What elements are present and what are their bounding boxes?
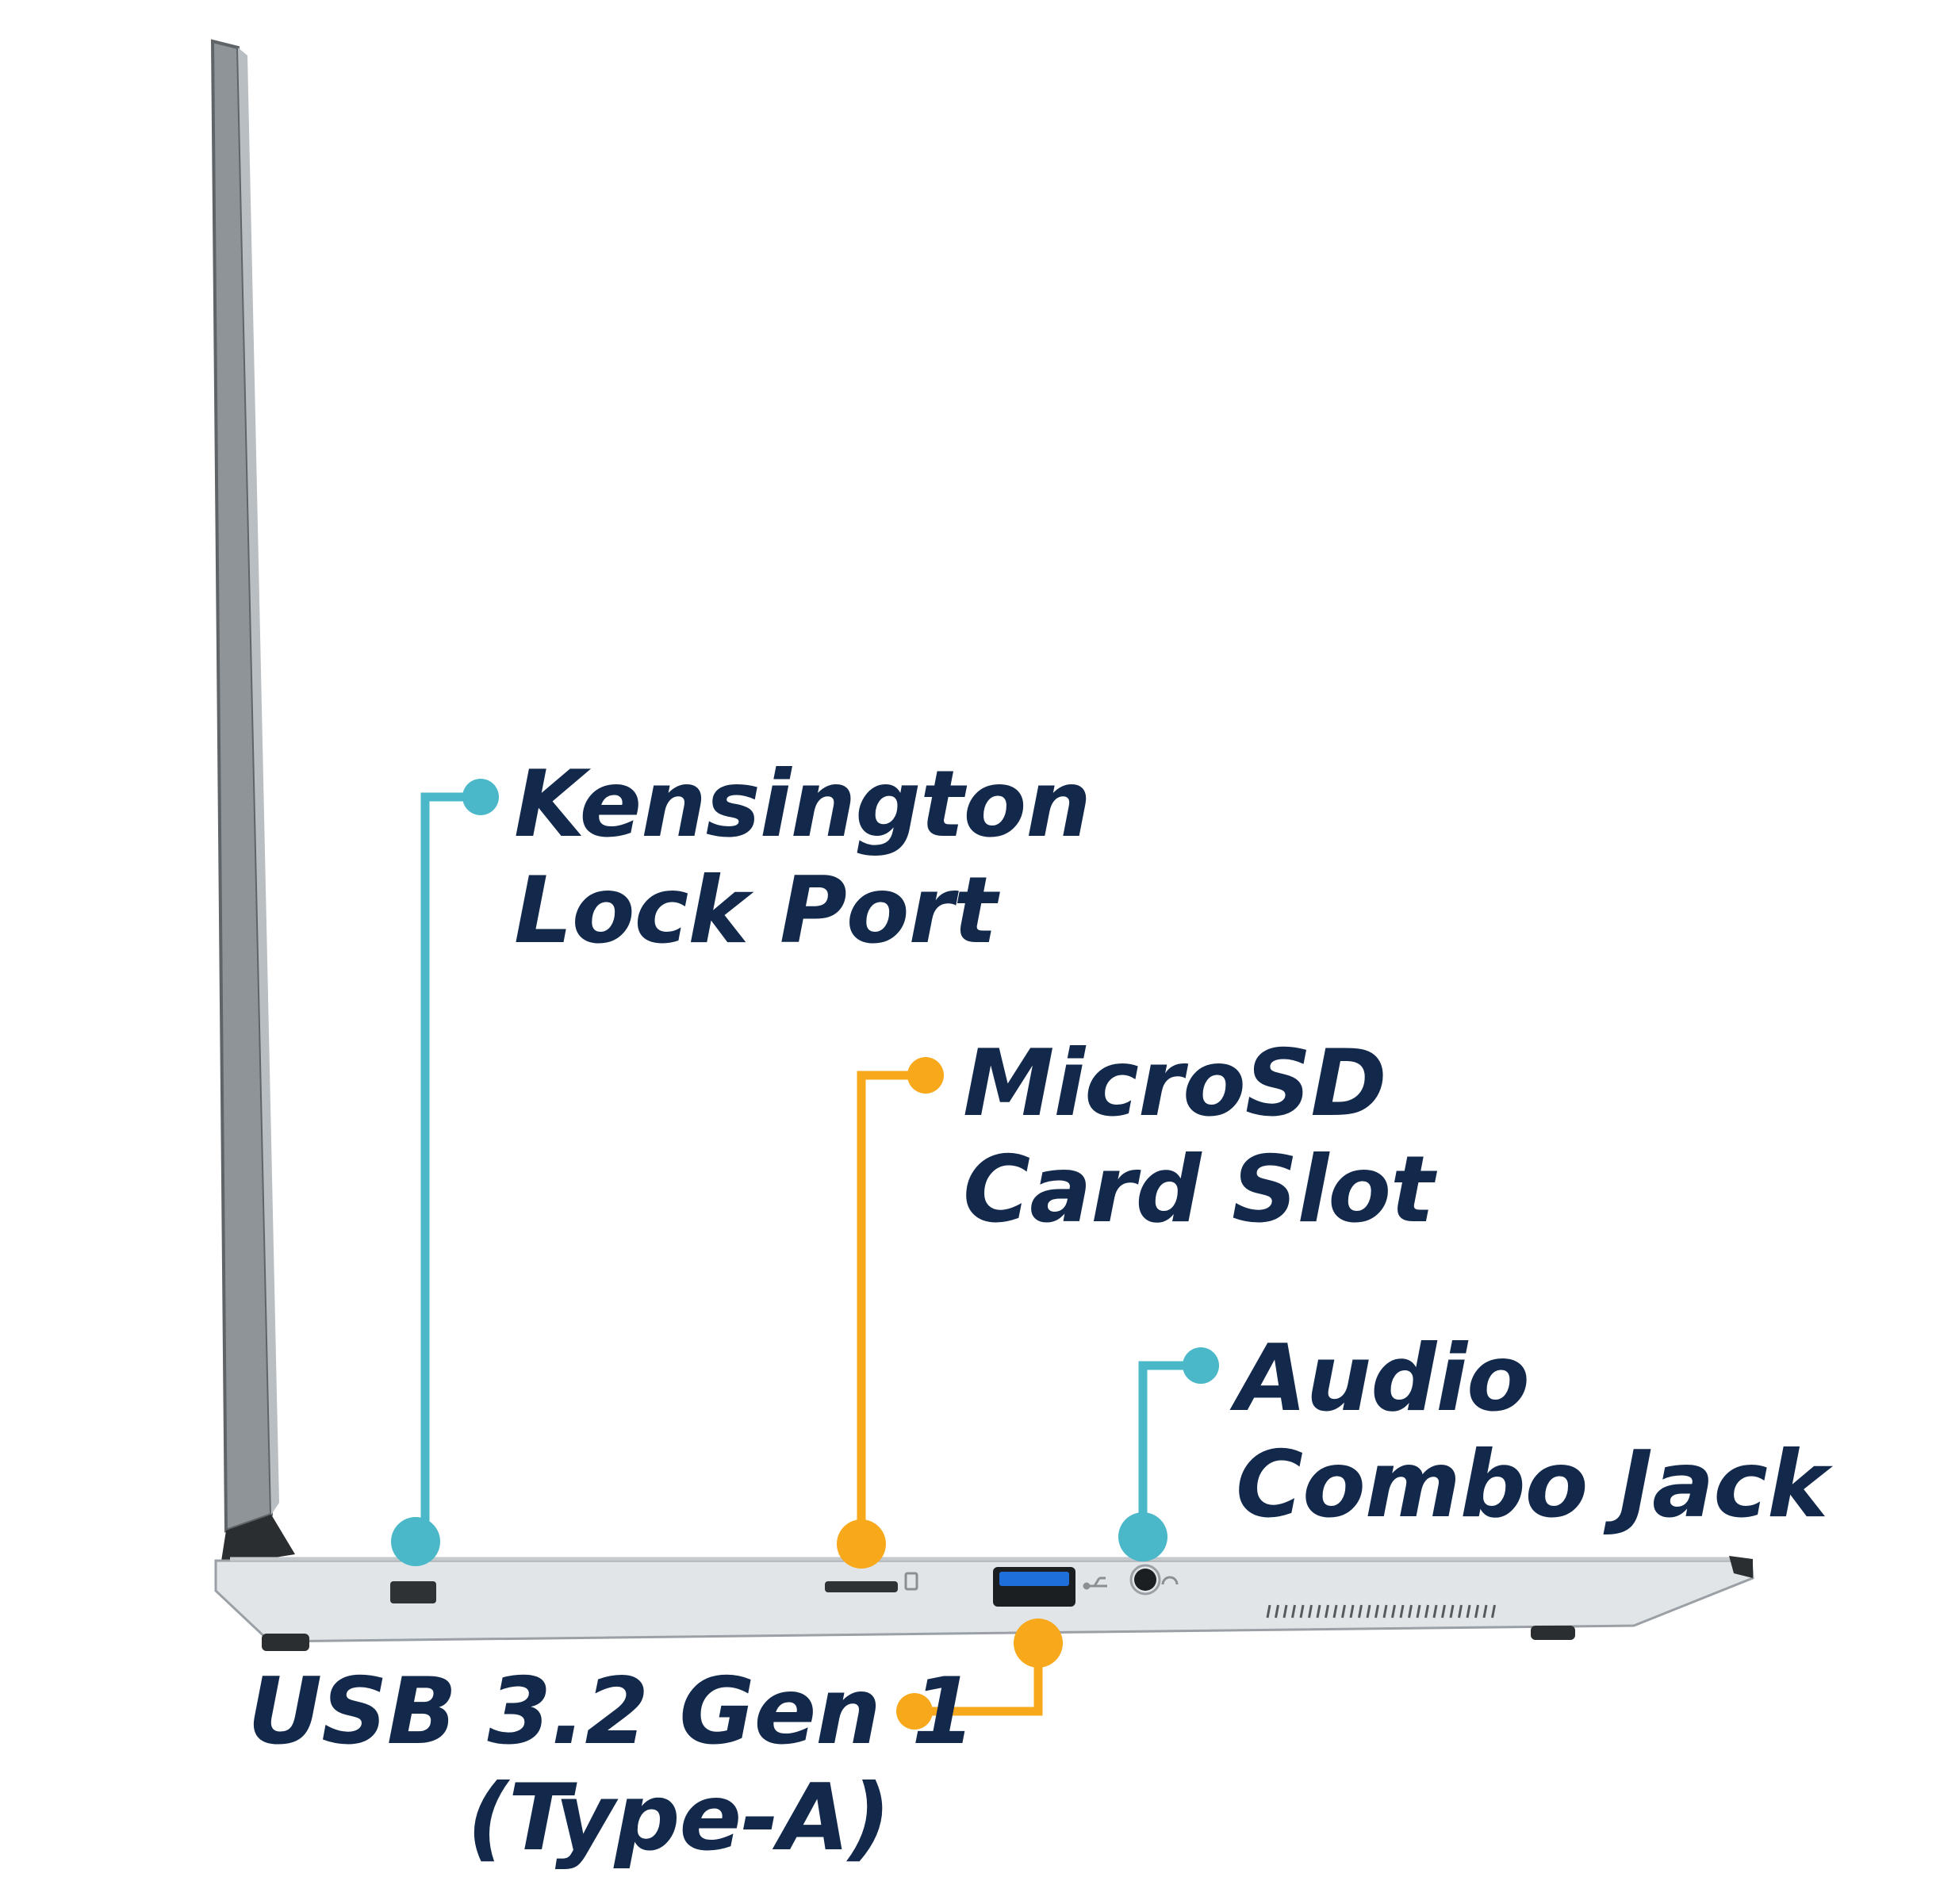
vent-slit <box>1416 1604 1421 1619</box>
audio-leader-line <box>1138 1361 1201 1538</box>
audio-combo-jack-label: Audio Combo Jack <box>1236 1325 1828 1538</box>
audio-label-dot <box>1183 1347 1219 1384</box>
vent-slit <box>1482 1604 1488 1619</box>
laptop-front-tip <box>1729 1556 1753 1578</box>
kensington-lock-slot <box>390 1581 436 1603</box>
laptop-hinge <box>220 1515 295 1566</box>
microsd-card-icon <box>904 1572 918 1591</box>
vent-slit <box>1408 1604 1413 1619</box>
vent-slit <box>1449 1604 1455 1619</box>
vent-slit <box>1275 1604 1279 1619</box>
vent-slit <box>1299 1604 1305 1619</box>
microsd-anchor-dot <box>837 1519 886 1569</box>
vent-slit <box>1432 1604 1438 1619</box>
usb-label-dot <box>896 1693 933 1730</box>
vent-slit <box>1474 1604 1479 1619</box>
kensington-anchor-dot <box>391 1517 440 1566</box>
label-line: Combo Jack <box>1236 1431 1828 1538</box>
vent-slit <box>1291 1604 1296 1619</box>
vent-slit <box>1308 1604 1313 1619</box>
vent-slit <box>1424 1604 1429 1619</box>
label-line: Kensington <box>514 751 1091 858</box>
audio-combo-jack <box>1134 1569 1156 1591</box>
vent-slit <box>1349 1604 1355 1619</box>
kensington-leader-line <box>420 792 481 1542</box>
label-line: Lock Port <box>514 857 997 964</box>
vent-slit <box>1441 1604 1446 1619</box>
laptop-lid-edge <box>238 48 279 1515</box>
audio-jack-ring <box>1129 1564 1161 1596</box>
vent-slit <box>1282 1604 1288 1619</box>
usb-anchor-dot <box>1014 1619 1063 1668</box>
vent-slit <box>1266 1604 1271 1619</box>
air-vents <box>1266 1604 1496 1619</box>
vent-slit <box>1391 1604 1396 1619</box>
microsd-card-slot <box>825 1581 898 1592</box>
label-line: MicroSD <box>963 1030 1387 1137</box>
headphone-icon <box>1161 1576 1179 1585</box>
kensington-lock-port-label: Kensington Lock Port <box>514 752 1091 964</box>
vent-slit <box>1332 1604 1338 1619</box>
microsd-label-dot <box>907 1057 944 1094</box>
vent-slit <box>1366 1604 1371 1619</box>
microsd-card-slot-label: MicroSD Card Slot <box>963 1031 1434 1243</box>
label-line: Audio <box>1236 1325 1530 1432</box>
audio-anchor-dot <box>1118 1512 1167 1561</box>
label-line: Card Slot <box>963 1136 1434 1243</box>
usb-a-port-tongue <box>999 1572 1069 1586</box>
vent-slit <box>1466 1604 1471 1619</box>
laptop-foot-rear <box>262 1634 309 1651</box>
vent-slit <box>1399 1604 1405 1619</box>
vent-slit <box>1491 1604 1496 1619</box>
vent-slit <box>1374 1604 1379 1619</box>
label-line: USB 3.2 Gen 1 <box>247 1658 976 1765</box>
laptop-foot-front <box>1531 1626 1575 1640</box>
usb-type-a-label: USB 3.2 Gen 1 (Type-A) <box>247 1658 976 1871</box>
vent-slit <box>1358 1604 1363 1619</box>
vent-slit <box>1458 1604 1463 1619</box>
vent-slit <box>1325 1604 1329 1619</box>
vent-slit <box>1341 1604 1346 1619</box>
label-line: (Type-A) <box>466 1764 891 1871</box>
vent-slit <box>1316 1604 1321 1619</box>
vent-slit <box>1382 1604 1388 1619</box>
microsd-leader-line <box>857 1071 926 1542</box>
usb-symbol-icon <box>1083 1576 1107 1590</box>
kensington-label-dot <box>462 779 499 815</box>
laptop-base <box>214 1559 1754 1643</box>
